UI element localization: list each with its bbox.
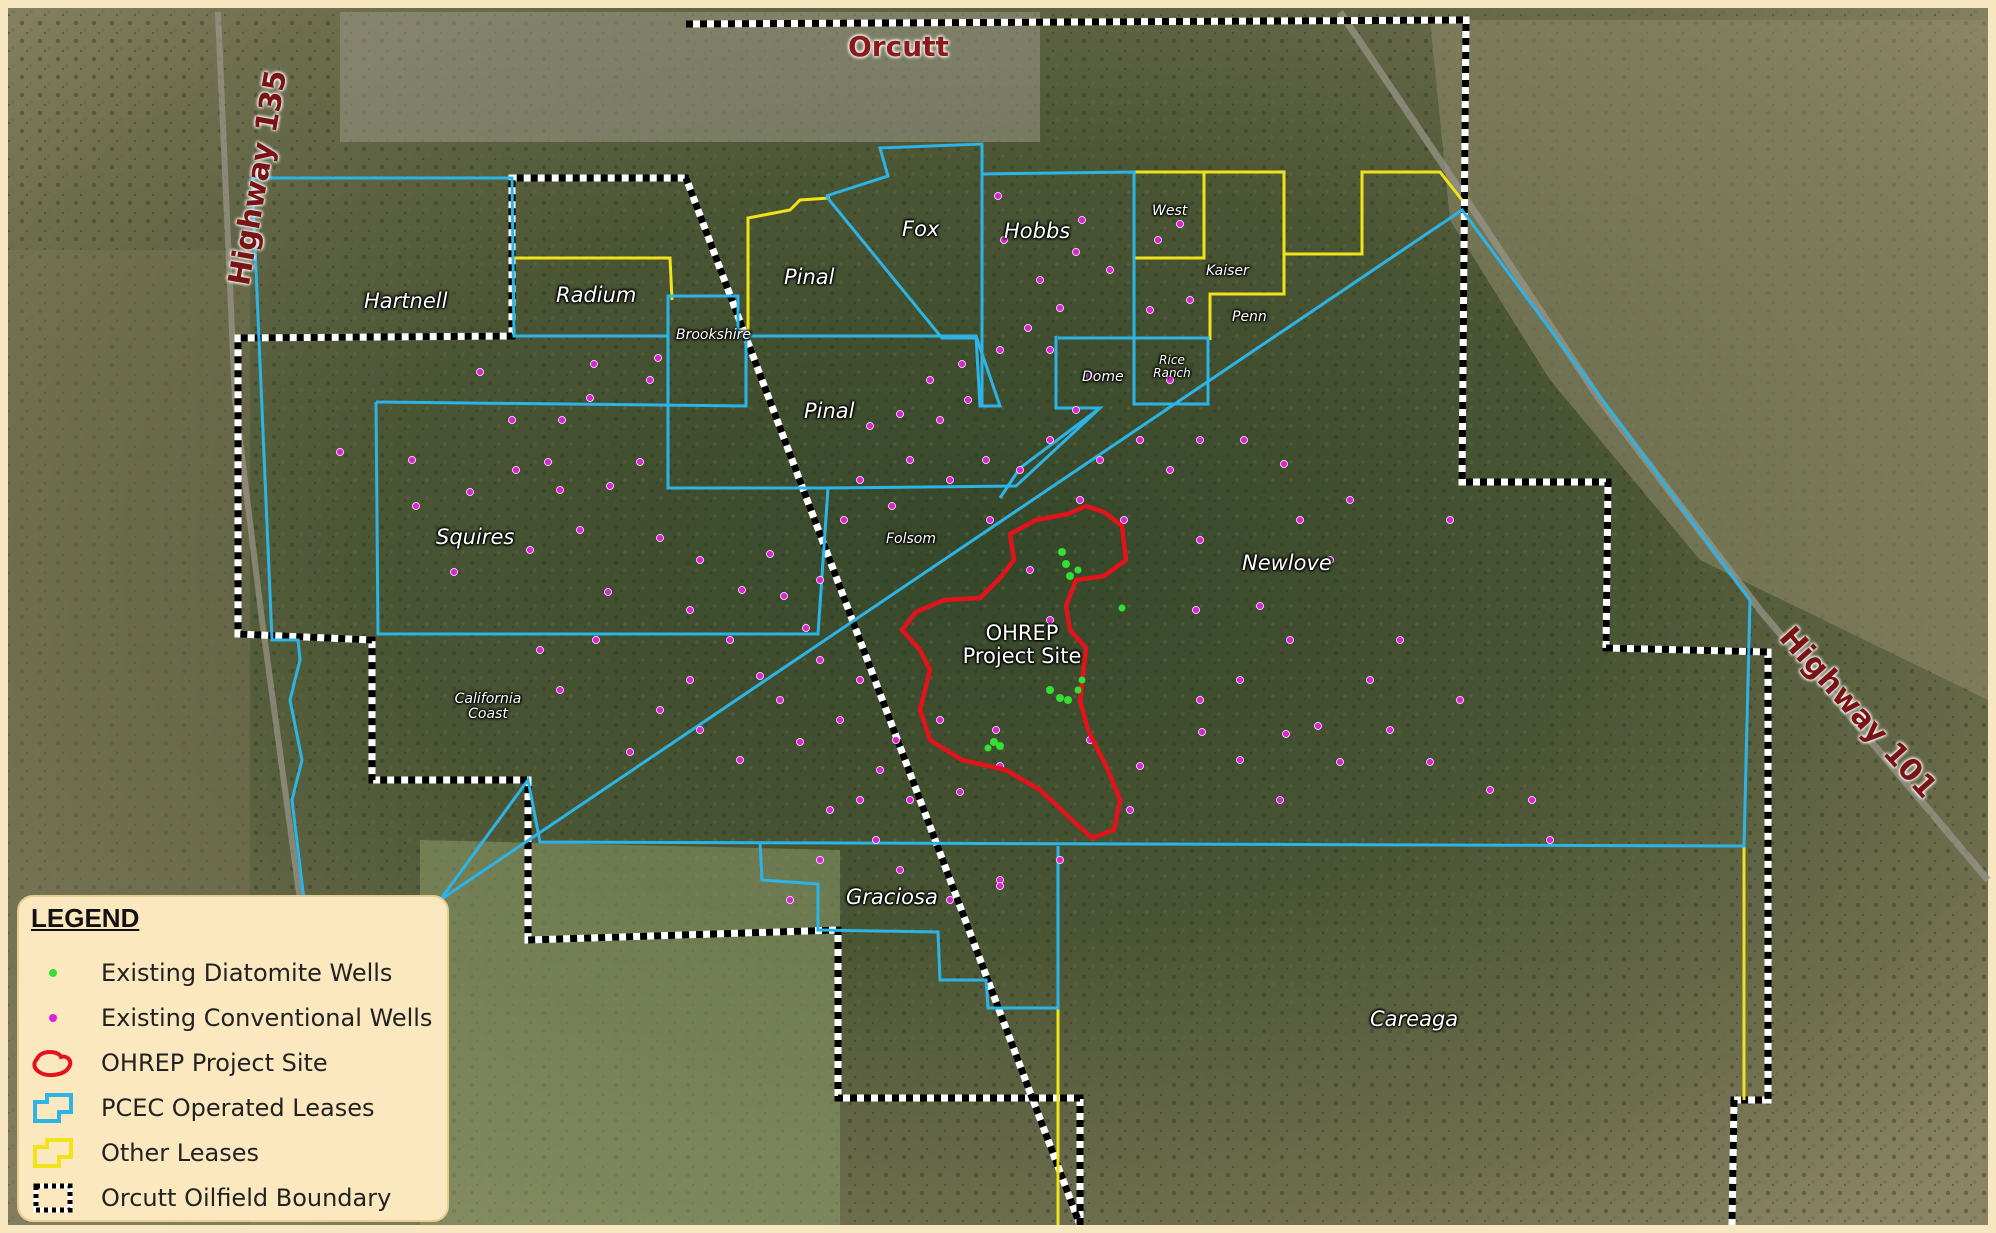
legend-item-pcec: PCEC Operated Leases bbox=[19, 1088, 439, 1128]
project-site-label: OHREP Project Site bbox=[962, 621, 1082, 669]
town-label-orcutt: Orcutt bbox=[848, 30, 949, 63]
lease-label-penn: Penn bbox=[1232, 309, 1267, 325]
conventional-wells bbox=[336, 192, 1554, 904]
town-area bbox=[340, 12, 1040, 142]
legend-item-project-site: OHREP Project Site bbox=[19, 1043, 439, 1083]
red-outline-icon bbox=[32, 1050, 73, 1077]
lease-label-hartnell: Hartnell bbox=[364, 289, 448, 313]
project-site-outline bbox=[899, 503, 1129, 841]
magenta-dot-icon bbox=[49, 1014, 57, 1022]
lease-label-west: West bbox=[1152, 203, 1188, 219]
lease-label-pinal-north: Pinal bbox=[784, 265, 835, 289]
lease-label-careaga: Careaga bbox=[1370, 1007, 1459, 1031]
lease-label-graciosa: Graciosa bbox=[846, 885, 938, 909]
legend-label: Existing Diatomite Wells bbox=[101, 959, 393, 987]
legend-item-diatomite: Existing Diatomite Wells bbox=[19, 953, 439, 993]
lease-label-brookshire: Brookshire bbox=[676, 327, 752, 343]
legend-label: Other Leases bbox=[101, 1139, 259, 1167]
checkered-outline-icon bbox=[33, 1183, 73, 1213]
highway-101-road bbox=[1337, 10, 1991, 883]
legend-item-conventional: Existing Conventional Wells bbox=[19, 998, 439, 1038]
legend-label: PCEC Operated Leases bbox=[101, 1094, 375, 1122]
blue-outline-icon bbox=[33, 1093, 73, 1123]
lease-label-dome: Dome bbox=[1082, 369, 1124, 385]
legend-label: Orcutt Oilfield Boundary bbox=[101, 1184, 392, 1212]
lease-label-squires: Squires bbox=[436, 525, 515, 549]
green-dot-icon bbox=[49, 969, 57, 977]
lease-label-fox: Fox bbox=[902, 217, 940, 241]
lease-label-rice-ranch: Rice Ranch bbox=[1153, 353, 1191, 381]
lease-label-hobbs: Hobbs bbox=[1004, 219, 1071, 243]
diatomite-wells bbox=[984, 548, 1126, 752]
pcec-leases bbox=[250, 142, 1752, 1010]
highway-135-road bbox=[215, 11, 303, 901]
legend-label: Existing Conventional Wells bbox=[101, 1004, 433, 1032]
legend-item-other: Other Leases bbox=[19, 1133, 439, 1173]
lease-label-newlove: Newlove bbox=[1242, 551, 1332, 575]
yellow-outline-icon bbox=[33, 1138, 73, 1168]
legend-label: OHREP Project Site bbox=[101, 1049, 328, 1077]
map-legend: LEGEND Existing Diatomite Wells Existing… bbox=[17, 895, 449, 1222]
farmland-southwest bbox=[420, 840, 840, 1225]
lease-label-kaiser: Kaiser bbox=[1206, 263, 1249, 279]
lease-label-radium: Radium bbox=[556, 283, 637, 307]
legend-item-boundary: Orcutt Oilfield Boundary bbox=[19, 1178, 439, 1218]
farmland-east bbox=[1430, 20, 1988, 700]
legend-title: LEGEND bbox=[31, 903, 140, 933]
lease-label-california-coast: California Coast bbox=[454, 691, 522, 723]
lease-label-folsom: Folsom bbox=[886, 531, 937, 547]
lease-label-pinal-central: Pinal bbox=[804, 399, 855, 423]
